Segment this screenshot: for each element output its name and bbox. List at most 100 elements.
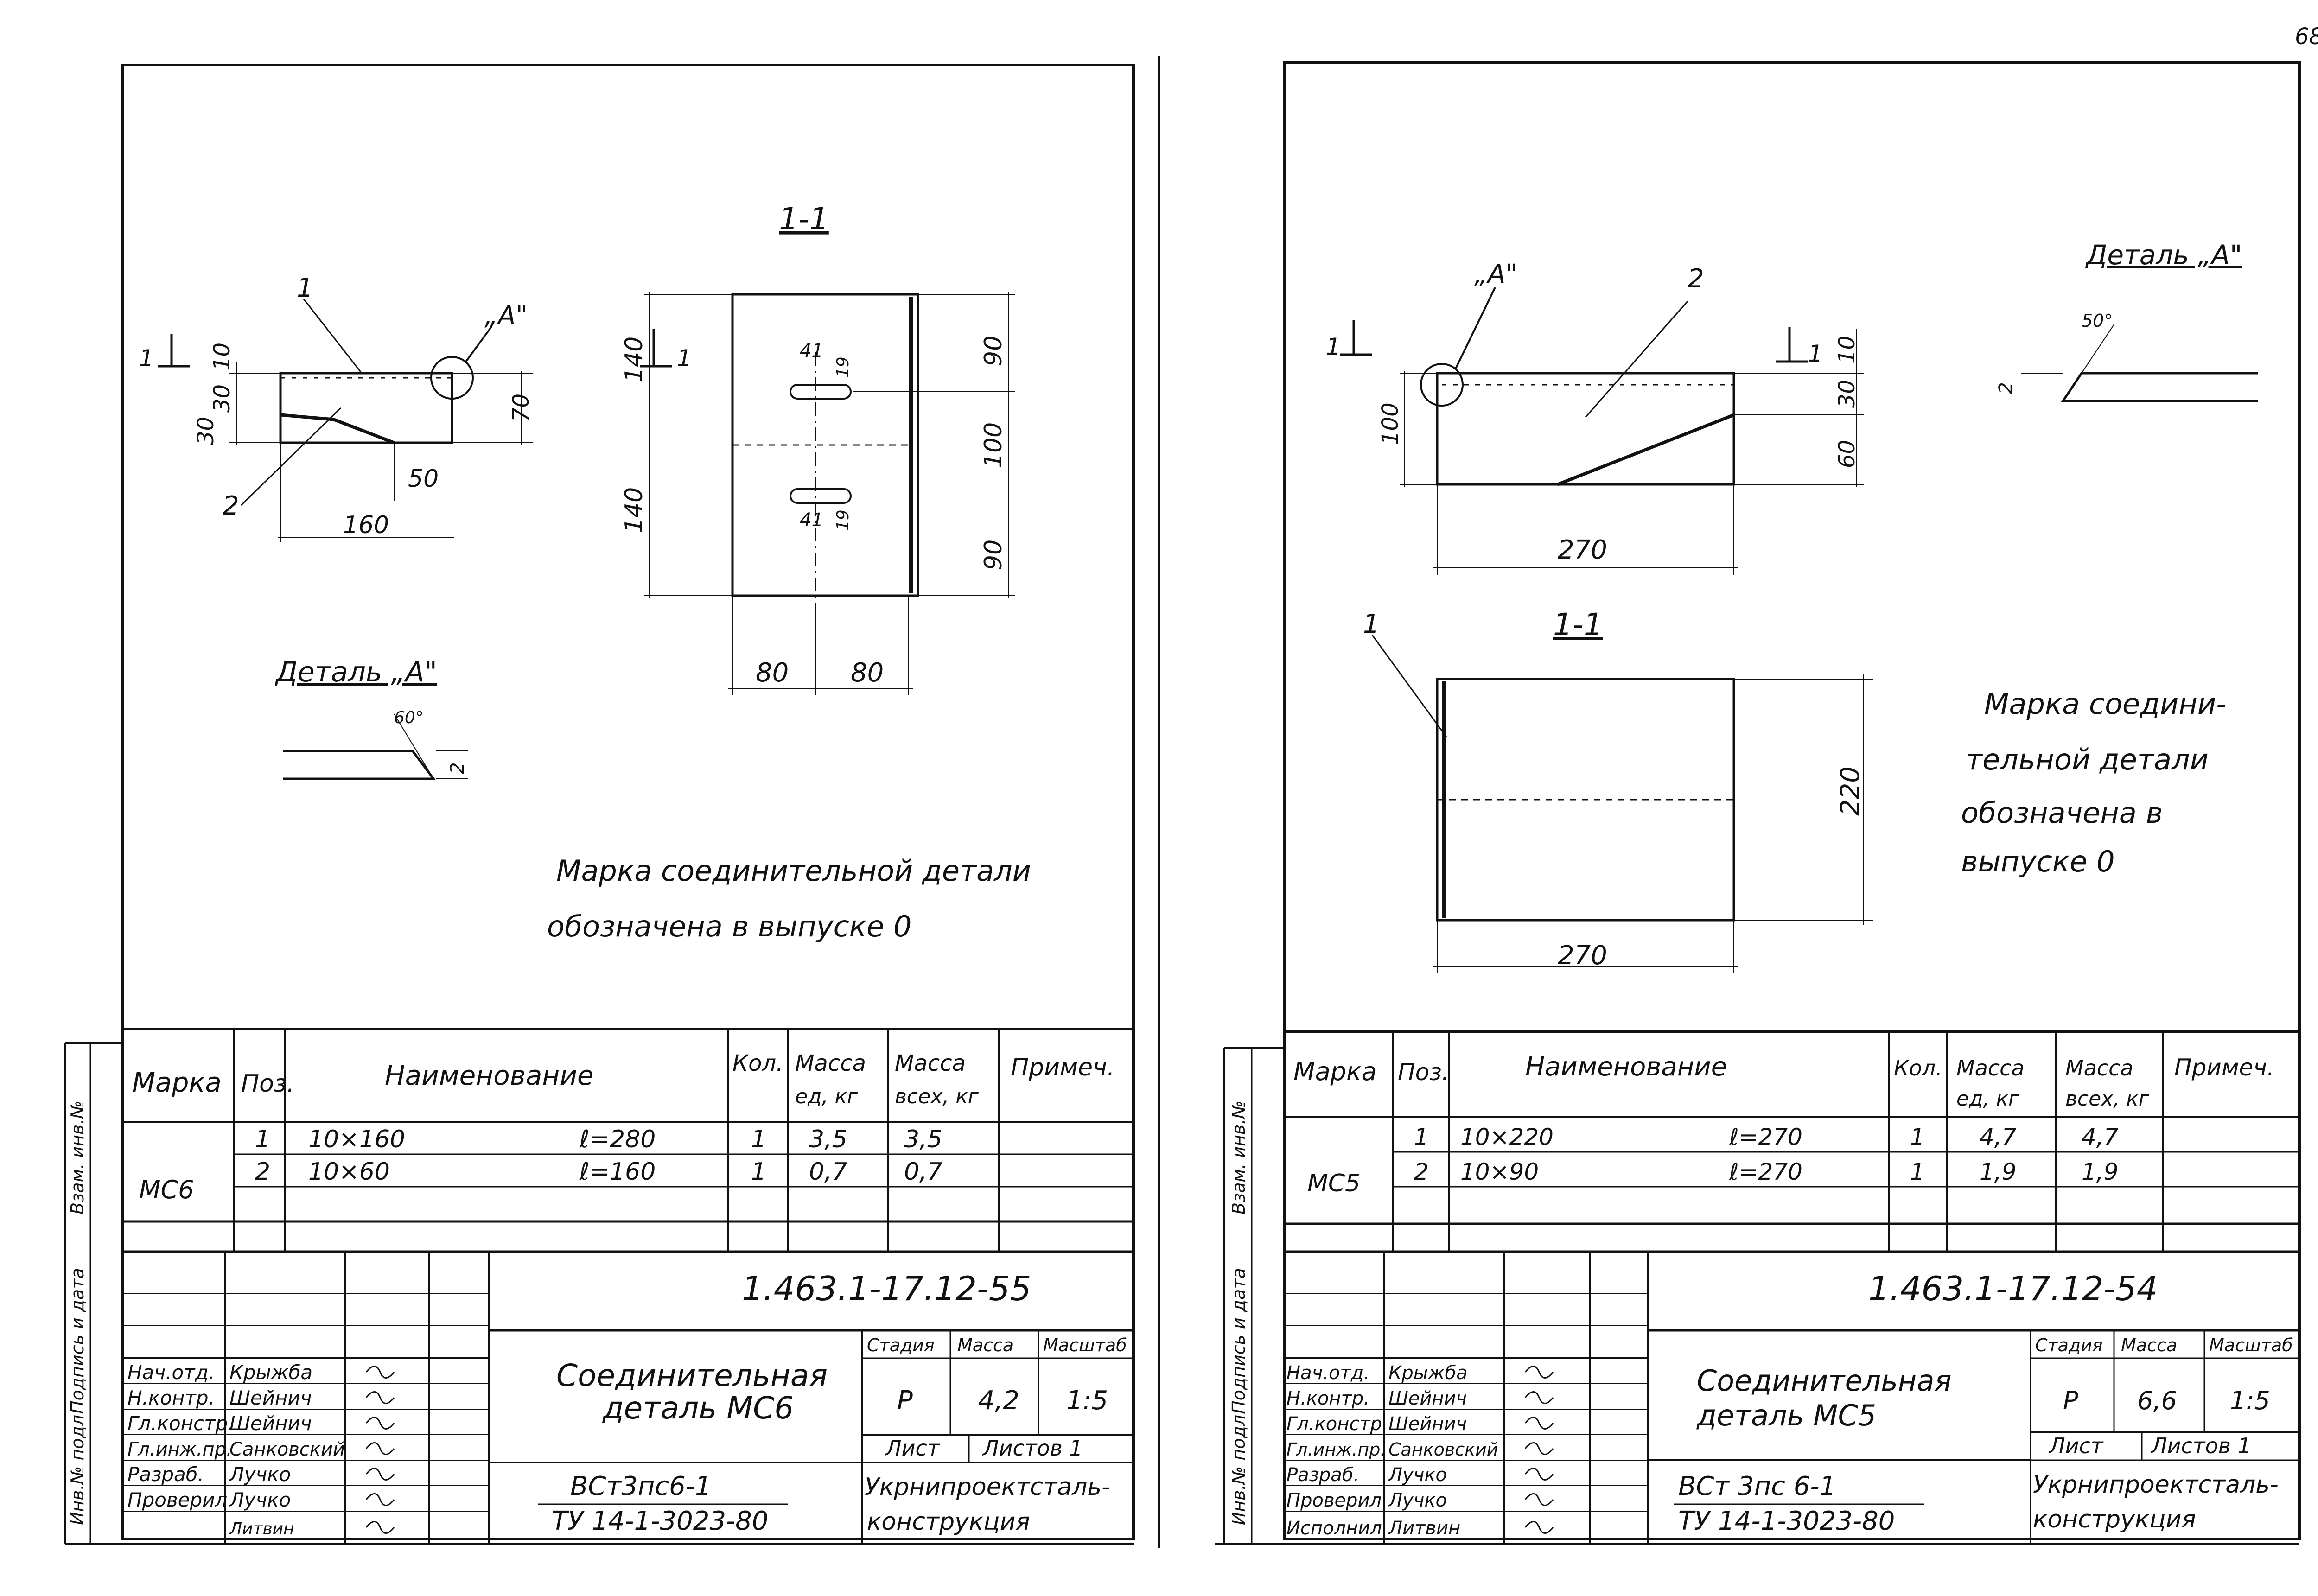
svg-text:1: 1	[677, 345, 692, 372]
svg-text:Марка: Марка	[132, 1067, 222, 1098]
svg-text:90: 90	[980, 540, 1007, 570]
svg-text:Нач.отд.: Нач.отд.	[1286, 1362, 1369, 1384]
svg-text:3,5: 3,5	[809, 1125, 847, 1153]
table-row: 1 10×160 ℓ=280 1 3,5 3,5	[255, 1125, 942, 1153]
svg-text:100: 100	[1377, 402, 1403, 445]
svg-text:1: 1	[751, 1158, 766, 1186]
cut-mark-1: 1	[139, 345, 154, 372]
sheet-code: 1.463.1-17.12-54	[1868, 1269, 2158, 1308]
svg-text:1: 1	[1910, 1158, 1925, 1185]
svg-text:160: 160	[343, 511, 389, 539]
svg-text:Гл.инж.пр.: Гл.инж.пр.	[1286, 1439, 1386, 1460]
svg-text:Н.контр.: Н.контр.	[127, 1386, 215, 1409]
svg-text:Разраб.: Разраб.	[127, 1463, 204, 1486]
svg-text:1: 1	[1363, 609, 1380, 639]
mark-cell: МС6	[139, 1175, 194, 1204]
svg-text:„А": „А"	[1474, 259, 1517, 289]
note-line-1: Марка соединительной детали	[556, 854, 1031, 888]
svg-text:41: 41	[800, 509, 823, 531]
signatures	[1524, 1366, 1554, 1534]
svg-text:Лист: Лист	[2048, 1433, 2104, 1458]
svg-text:Марка: Марка	[1293, 1057, 1377, 1086]
svg-text:Взам. инв.№: Взам. инв.№	[1229, 1100, 1249, 1214]
title-line-1: Соединительная	[556, 1358, 828, 1393]
svg-text:Масштаб: Масштаб	[2209, 1335, 2293, 1355]
svg-text:Гл.инж.пр.: Гл.инж.пр.	[127, 1439, 232, 1460]
right-sheet: Инв.№ подл. Подпись и дата Взам. инв.№ „…	[1215, 61, 2301, 1545]
svg-text:Наименование: Наименование	[385, 1060, 594, 1091]
detail-a-circle	[1420, 363, 1464, 407]
right-frame	[1283, 61, 2301, 1540]
svg-text:2: 2	[1414, 1158, 1429, 1185]
svg-text:Нач.отд.: Нач.отд.	[127, 1361, 215, 1384]
svg-text:0,7: 0,7	[809, 1158, 847, 1186]
svg-text:Подпись и дата: Подпись и дата	[1229, 1268, 1249, 1414]
svg-text:4,2: 4,2	[978, 1386, 1019, 1416]
svg-text:Проверил: Проверил	[1286, 1490, 1382, 1511]
svg-text:Масса: Масса	[1956, 1056, 2025, 1081]
rib-edge	[280, 413, 395, 445]
svg-text:ℓ=270: ℓ=270	[1729, 1158, 1802, 1185]
svg-text:4,7: 4,7	[2082, 1124, 2119, 1151]
svg-text:19: 19	[834, 509, 853, 531]
svg-text:тельной детали: тельной детали	[1966, 743, 2209, 776]
svg-text:Литвин: Литвин	[229, 1520, 294, 1539]
left-spec-table: Марка Поз. Наименование Кол. Масса ед, к…	[123, 1028, 1134, 1252]
svg-text:выпуске 0: выпуске 0	[1961, 845, 2115, 878]
note-line-2: обозначена в выпуске 0	[547, 909, 911, 943]
svg-text:ВСт3пс6-1: ВСт3пс6-1	[570, 1471, 712, 1501]
svg-text:ℓ=160: ℓ=160	[579, 1158, 656, 1186]
svg-text:1: 1	[1326, 333, 1341, 360]
svg-text:Литвин: Литвин	[1388, 1518, 1460, 1539]
svg-text:Масса: Масса	[2121, 1335, 2177, 1355]
left-plan-view: „А" 1 2 1 10 30 30 70 50 160	[139, 273, 534, 542]
svg-text:Масса: Масса	[795, 1050, 866, 1076]
svg-text:Лучко: Лучко	[229, 1488, 291, 1511]
svg-text:Р: Р	[2063, 1386, 2078, 1415]
svg-text:50°: 50°	[2082, 311, 2113, 331]
svg-text:Шейнич: Шейнич	[229, 1386, 312, 1409]
svg-text:0,7: 0,7	[904, 1158, 942, 1186]
signatures	[365, 1366, 395, 1534]
detail-label: Деталь „А"	[274, 656, 437, 688]
svg-text:50: 50	[408, 465, 439, 493]
svg-text:Масса: Масса	[957, 1335, 1013, 1355]
svg-text:90: 90	[980, 336, 1007, 366]
svg-text:Шейнич: Шейнич	[1388, 1413, 1467, 1435]
title-line-1: Соединительная	[1697, 1364, 1952, 1398]
svg-text:конструкция: конструкция	[2033, 1506, 2196, 1533]
title-line-2: деталь МС5	[1696, 1399, 1876, 1432]
svg-text:Укрнипроектсталь-: Укрнипроектсталь-	[865, 1473, 1110, 1501]
svg-text:30: 30	[193, 417, 219, 445]
svg-text:Инв.№ подл.: Инв.№ подл.	[1229, 1409, 1249, 1525]
svg-text:1: 1	[255, 1125, 270, 1153]
svg-text:Гл.констр.: Гл.констр.	[1286, 1413, 1388, 1435]
detail-a-circle	[430, 356, 474, 400]
svg-text:ТУ 14-1-3023-80: ТУ 14-1-3023-80	[1678, 1506, 1895, 1536]
right-spec-table: Марка Поз. Наименование Кол. Масса ед, к…	[1284, 1030, 2299, 1252]
page-number: 68	[2295, 24, 2318, 50]
plate-outline	[279, 372, 453, 444]
right-title-block: 1.463.1-17.12-54 Соединительная деталь М…	[1284, 1250, 2299, 1544]
svg-text:Гл.констр.: Гл.констр.	[127, 1412, 234, 1435]
svg-text:19: 19	[834, 356, 853, 378]
svg-text:10×60: 10×60	[308, 1158, 390, 1186]
svg-text:Листов 1: Листов 1	[2150, 1433, 2251, 1458]
pos-1-callout: 1	[297, 273, 313, 303]
svg-text:Лист: Лист	[885, 1436, 940, 1461]
table-row: 2 10×60 ℓ=160 1 0,7 0,7	[255, 1158, 942, 1186]
left-section-1-1: 1-1 1 140 140 90 100 90 41 19	[620, 201, 1015, 695]
svg-text:10: 10	[1834, 336, 1860, 364]
svg-text:Крыжба: Крыжба	[229, 1361, 312, 1384]
svg-text:ед, кг: ед, кг	[1956, 1087, 2019, 1111]
table-row: 2 10×90 ℓ=270 1 1,9 1,9	[1414, 1158, 2119, 1185]
svg-text:Масса: Масса	[895, 1050, 966, 1076]
svg-text:Укрнипроектсталь-: Укрнипроектсталь-	[2033, 1471, 2279, 1499]
svg-text:60: 60	[1834, 440, 1860, 468]
svg-text:10×160: 10×160	[308, 1125, 405, 1153]
section-label: 1-1	[779, 201, 829, 237]
mark-cell: МС5	[1307, 1170, 1360, 1197]
svg-text:Поз.: Поз.	[241, 1070, 294, 1098]
left-title-block: 1.463.1-17.12-55 Соединительная деталь М…	[123, 1250, 1134, 1544]
left-frame	[121, 64, 1135, 1540]
